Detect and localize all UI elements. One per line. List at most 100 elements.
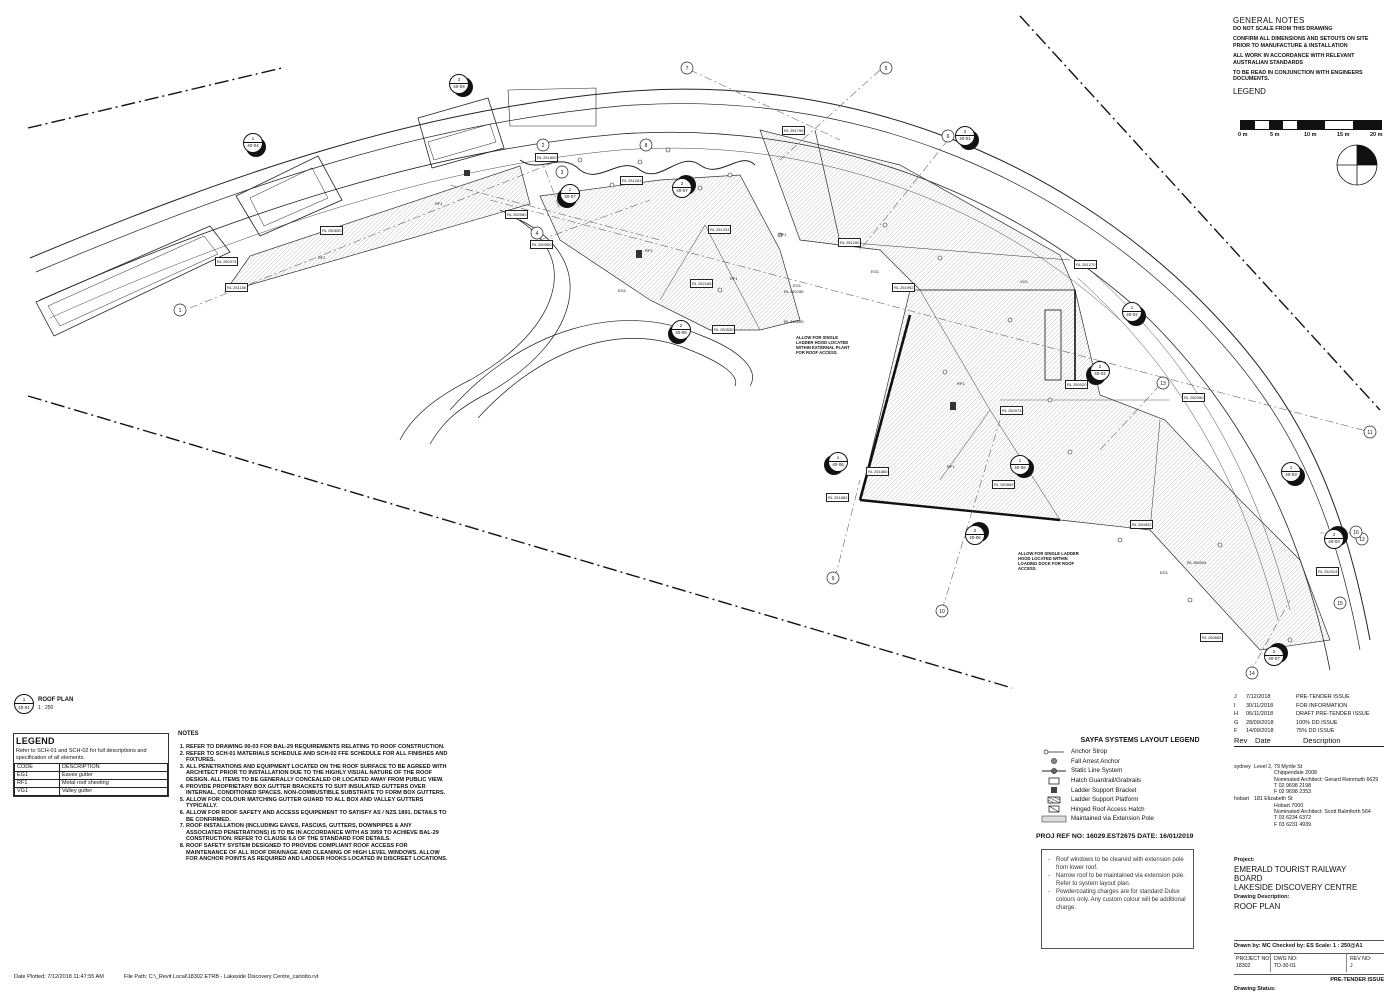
note-item: REFER TO DRAWING 00-03 FOR BAL-29 REQUIR… xyxy=(186,744,448,751)
legend-row: Maintained via Extension Pole xyxy=(1040,814,1220,824)
anchor-strop-icon xyxy=(1043,749,1064,755)
note-item: ALLOW FOR COLOUR MATCHING GUTTER GUARD T… xyxy=(186,797,448,810)
ladder-platform-icon xyxy=(1047,796,1061,804)
gridline-label: 14 xyxy=(1249,671,1255,677)
view-title-scale: 1 : 250 xyxy=(38,705,54,711)
legend-label: Hatch Guardrail/Grabrails xyxy=(1071,777,1142,785)
note-item: ROOF SAFETY SYSTEM DESIGNED TO PROVIDE C… xyxy=(186,843,448,863)
roof-area-central xyxy=(539,174,801,331)
legend-desc: Metal roof sheeting xyxy=(59,779,168,788)
project-name: BOARD xyxy=(1234,874,1263,883)
general-note: TO BE READ IN CONJUNCTION WITH ENGINEERS… xyxy=(1233,70,1363,83)
gridline-label: 8 xyxy=(645,143,648,149)
hatch-guardrail-icon xyxy=(1048,777,1060,784)
remark-item: -Narrow roof to be maintained via extens… xyxy=(1048,873,1185,887)
gridline-label: 15 xyxy=(1337,601,1343,607)
roof-area-north xyxy=(759,129,1076,291)
note-item: ROOF INSTALLATION (INCLUDING EAVES, FASC… xyxy=(186,823,448,843)
note-item: ALLOW FOR ROOF SAFETY AND ACCESS EQUIPEM… xyxy=(186,810,448,823)
ladder-bracket-icon xyxy=(1051,787,1057,794)
scale-tick: 5 m xyxy=(1270,132,1280,138)
roof-hatch-icon xyxy=(1048,805,1060,813)
file-path: File Path: C:\_Revit Local\18302 ETRB - … xyxy=(124,974,319,980)
drawing-desc-label: Drawing Description: xyxy=(1234,894,1290,900)
gridline-label: 4 xyxy=(536,231,539,237)
scale-tick: 20 m xyxy=(1370,132,1383,138)
note-item: PROVIDE PROPRIETARY BOX GUTTER BRACKETS … xyxy=(186,784,448,797)
project-block: Project: EMERALD TOURIST RAILWAY BOARD L… xyxy=(1234,857,1384,912)
code-legend: LEGEND Refer to SCH-01 and SCH-02 for fu… xyxy=(13,733,169,797)
legend-code: RF1 xyxy=(14,779,60,788)
gridline-label: 10 xyxy=(939,609,945,615)
roof-area-west xyxy=(224,165,531,293)
gridline-label: 9 xyxy=(832,576,835,582)
general-notes: GENERAL NOTES DO NOT SCALE FROM THIS DRA… xyxy=(1233,16,1383,97)
proj-ref: PROJ REF NO: 16029.EST2675 DATE: 16/01/2… xyxy=(1036,832,1194,840)
rev-no-label: REV NO: xyxy=(1350,956,1372,962)
legend-row: Ladder Support Bracket xyxy=(1040,785,1220,795)
legend-label: Ladder Support Bracket xyxy=(1071,786,1137,794)
legend-label: Static Line System xyxy=(1071,767,1123,775)
north-arrow-icon xyxy=(1336,144,1378,186)
project-no: 18302 xyxy=(1236,963,1251,969)
sayfa-legend: SAYFA SYSTEMS LAYOUT LEGEND Anchor Strop… xyxy=(1036,737,1220,840)
legend-label: Maintained via Extension Pole xyxy=(1071,815,1154,823)
date-plotted: Date Plotted: 7/12/2018 11:47:55 AM xyxy=(14,974,104,980)
drawing-status: Drawing Status: PRE-TENDER ISSUE xyxy=(1234,974,1384,995)
remarks-box: -Roof windows to be cleaned with extensi… xyxy=(1041,849,1194,949)
static-line-icon xyxy=(1042,768,1066,774)
notes-list: REFER TO DRAWING 00-03 FOR BAL-29 REQUIR… xyxy=(178,744,448,863)
scale-tick: 0 m xyxy=(1238,132,1248,138)
scale-tick: 15 m xyxy=(1337,132,1350,138)
general-notes-title: GENERAL NOTES xyxy=(1233,16,1305,25)
gridline-label: 3 xyxy=(561,170,564,176)
gridline-label: 6 xyxy=(947,134,950,140)
general-note: DO NOT SCALE FROM THIS DRAWING xyxy=(1233,26,1333,32)
legend-label: Anchor Strop xyxy=(1071,748,1108,756)
project-name: LAKESIDE DISCOVERY CENTRE xyxy=(1234,883,1358,892)
scale-tick: 10 m xyxy=(1304,132,1317,138)
status-value: PRE-TENDER ISSUE xyxy=(1330,977,1384,983)
legend-label: Fall Arrest Anchor xyxy=(1071,757,1120,765)
note-item: REFER TO SCH-01 MATERIALS SCHEDULE AND S… xyxy=(186,751,448,764)
drawn-checked-line: Drawn by: MC Checked by: ES Scale: 1 : 2… xyxy=(1234,940,1384,950)
fall-arrest-anchor-icon xyxy=(1051,758,1057,765)
legend-label: Hinged Roof Access Hatch xyxy=(1071,805,1145,813)
scale-bar xyxy=(1240,120,1382,130)
legend-row: Hatch Guardrail/Grabrails xyxy=(1040,776,1220,786)
scale-legend-title: LEGEND xyxy=(1233,86,1266,96)
drawing-desc: ROOF PLAN xyxy=(1234,902,1281,911)
legend-desc: Eaves gutter xyxy=(59,771,168,780)
notes-block: NOTES REFER TO DRAWING 00-03 FOR BAL-29 … xyxy=(178,731,448,863)
drawing-number-block: PROJECT NO: 18302 DWG NO: TD-30-01 REV N… xyxy=(1234,953,1384,972)
gridline-label: 5 xyxy=(885,66,888,72)
legend-code: VG1 xyxy=(14,787,60,796)
legend-title: LEGEND xyxy=(16,736,55,746)
legend-row: Fall Arrest Anchor xyxy=(1040,757,1220,767)
status-label: Drawing Status: xyxy=(1234,986,1276,992)
legend-header-code: CODE xyxy=(14,763,60,772)
legend-intro: Refer to SCH-01 and SCH-02 for full desc… xyxy=(16,748,147,761)
project-name: EMERALD TOURIST RAILWAY xyxy=(1234,865,1347,874)
gridline-label: 16 xyxy=(1353,530,1359,536)
gridline-label: 2 xyxy=(542,143,545,149)
legend-row: Anchor Strop xyxy=(1040,747,1220,757)
gridline-label: 12 xyxy=(1359,537,1365,543)
legend-label: Ladder Support Platform xyxy=(1071,796,1139,804)
sayfa-legend-title: SAYFA SYSTEMS LAYOUT LEGEND xyxy=(1080,737,1200,744)
extension-pole-icon xyxy=(1041,815,1067,823)
